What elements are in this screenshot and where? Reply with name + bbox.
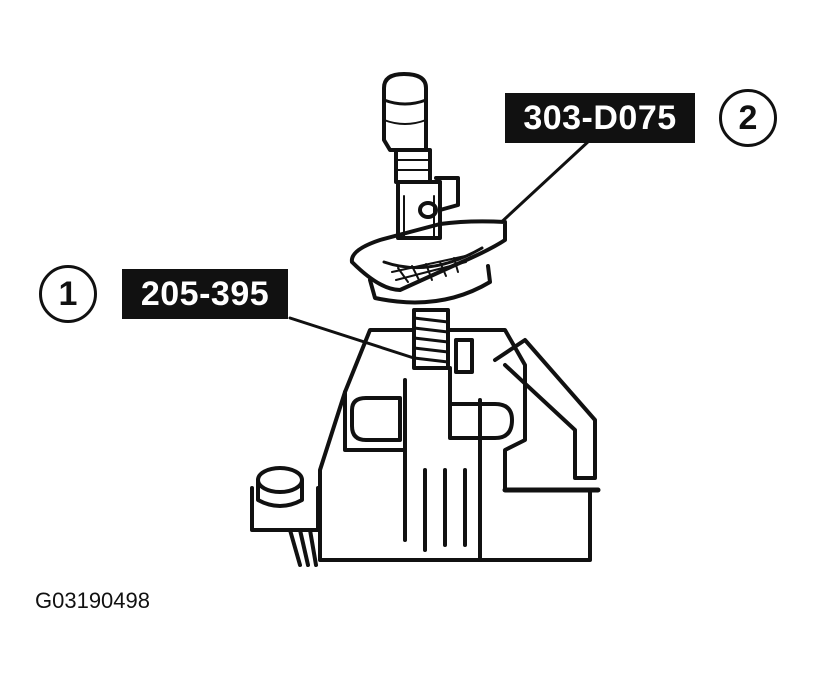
mounting-bolt	[250, 466, 320, 567]
side-rod	[493, 338, 597, 480]
leader-lines	[288, 138, 592, 362]
installer-tool	[349, 72, 507, 305]
tool-label-205-395: 205-395	[122, 269, 288, 319]
callout-number-1: 1	[39, 265, 97, 323]
threaded-screw	[412, 308, 450, 370]
housing	[318, 328, 601, 562]
tool-label-303-d075: 303-D075	[505, 93, 695, 143]
callout-number-2: 2	[719, 89, 777, 147]
figure-code: G03190498	[35, 588, 150, 613]
